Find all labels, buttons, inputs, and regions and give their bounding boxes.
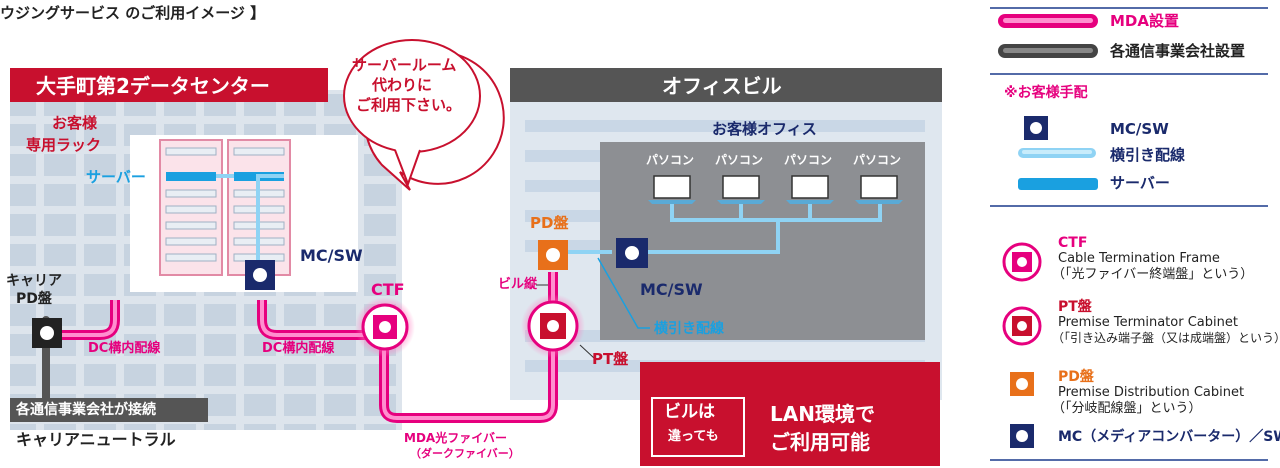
bubble-line-3: ご利用下さい。 — [356, 96, 462, 114]
pc-label-3: パソコン — [784, 153, 833, 167]
ctf-label: CTF — [371, 280, 405, 299]
legend-ctf-jp: （「光ファイバー終端盤」という） — [1052, 267, 1254, 282]
dc-wiring-label-2: DC構内配線 — [262, 341, 335, 356]
banner-right-2: ご利用可能 — [770, 430, 870, 454]
dc-mcsw-node — [245, 260, 275, 290]
rack-label-1: お客様 — [52, 114, 98, 132]
mda-pink-lines — [60, 272, 558, 423]
office-mcsw-node — [616, 238, 648, 268]
dc-mcsw-label: MC/SW — [300, 246, 363, 265]
office-building — [510, 68, 942, 400]
legend-hwiring: 横引き配線 — [1110, 146, 1186, 164]
rack-label-2: 専用ラック — [26, 136, 102, 154]
pc-label-4: パソコン — [853, 153, 902, 167]
dc-wiring-label-1: DC構内配線 — [88, 341, 161, 356]
server-rack-1 — [159, 139, 223, 276]
legend-pt-desc: Premise Terminator Cabinet — [1058, 315, 1238, 330]
office-pd-label: PD盤 — [530, 214, 569, 232]
pc-label-2: パソコン — [715, 153, 764, 167]
legend-ctf-name: CTF — [1058, 235, 1088, 251]
legend-customer-note: ※お客様手配 — [1004, 85, 1088, 101]
legend-server: サーバー — [1110, 174, 1170, 192]
office-lan-lines — [560, 204, 882, 254]
horizontal-wiring-label: 横引き配線 — [654, 321, 724, 337]
legend-mc-name: MC（メディアコンバーター）／SW — [1058, 429, 1280, 445]
carrier-connect-label: 各通信事業会社が接続 — [16, 402, 156, 418]
legend-pd-name: PD盤 — [1058, 369, 1094, 385]
mda-fiber-label-1: MDA光ファイバー — [404, 431, 507, 445]
carrier-neutral-label: キャリアニュートラル — [16, 430, 176, 449]
legend-carrier: 各通信事業会社設置 — [1110, 42, 1246, 60]
mda-fiber-label-2: （ダークファイバー） — [410, 447, 520, 460]
carrier-pd-label-1: キャリア — [6, 273, 62, 289]
carrier-connect-bg — [10, 398, 208, 422]
server-label: サーバー — [86, 168, 146, 186]
bottom-banner — [640, 362, 940, 466]
laptops — [648, 175, 903, 204]
office-mcsw-label: MC/SW — [640, 280, 703, 299]
legend-pt-jp: （「引き込み端子盤（又は成端盤）という） — [1052, 331, 1280, 345]
building-vertical-label: ビル縦 — [498, 277, 538, 292]
carrier-pd-node — [32, 318, 62, 348]
bubble-line-1: サーバールーム — [352, 56, 457, 74]
legend-pd-jp: （「分岐配線盤」という） — [1052, 401, 1202, 416]
legend-panel — [990, 7, 1268, 461]
header-text: ウジングサービス のご利用イメージ 】 — [0, 4, 266, 22]
carrier-pd-label-2: PD盤 — [16, 291, 52, 307]
bubble-line-2: 代わりに — [372, 76, 433, 94]
dc-title: 大手町第2データセンター — [36, 74, 270, 98]
legend-ctf-desc: Cable Termination Frame — [1058, 251, 1220, 266]
pt-label: PT盤 — [592, 350, 629, 368]
legend-mcsw: MC/SW — [1110, 120, 1169, 138]
legend-mda: MDA設置 — [1110, 12, 1179, 30]
customer-office-label: お客様オフィス — [712, 120, 817, 138]
legend-pt-name: PT盤 — [1058, 299, 1092, 315]
pd-node — [538, 240, 568, 270]
legend-pd-desc: Premise Distribution Cabinet — [1058, 385, 1245, 400]
office-title: オフィスビル — [662, 74, 782, 98]
banner-left-2: 違っても — [668, 429, 719, 444]
pc-label-1: パソコン — [646, 153, 695, 167]
speech-bubble — [343, 39, 505, 191]
ctf-node — [355, 297, 415, 357]
rack-lan-lines — [216, 174, 284, 270]
pt-node — [521, 294, 585, 358]
leader-lines — [597, 257, 650, 329]
banner-left-1: ビルは — [664, 402, 715, 422]
banner-right-1: LAN環境で — [770, 402, 875, 426]
